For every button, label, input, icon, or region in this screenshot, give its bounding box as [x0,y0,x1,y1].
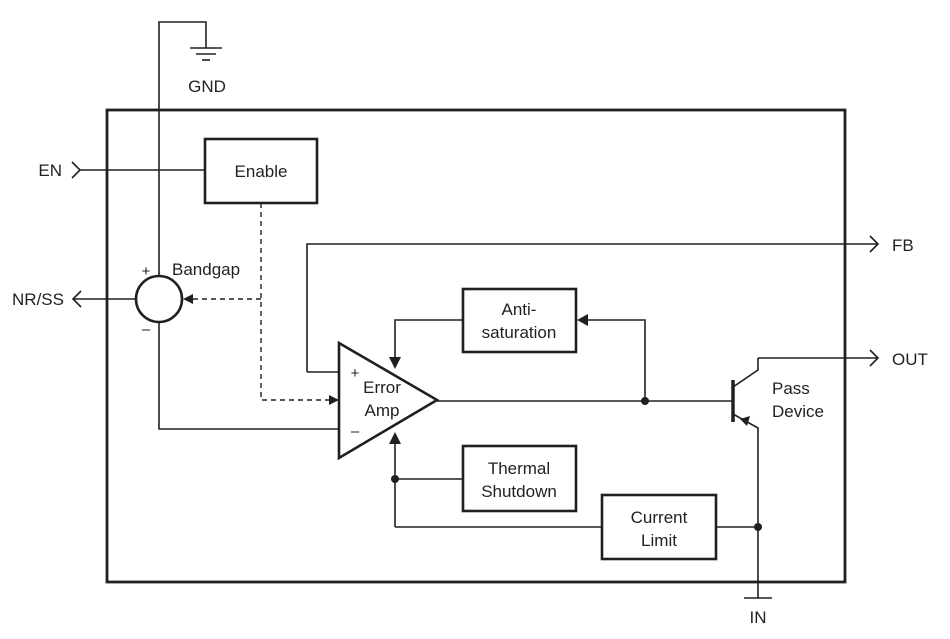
bandgap-block: + – Bandgap [134,260,240,338]
out-pin[interactable]: OUT [758,349,928,369]
out-arrow-icon [869,349,880,367]
fb-pin[interactable]: FB [306,235,914,372]
current-limit-label-line2: Limit [641,531,677,550]
error-amp-label-line2: Amp [365,401,400,420]
nr-ss-label: NR/SS [12,290,64,309]
pass-device-label-line1: Pass [772,379,810,398]
thermal-shutdown-block: Thermal Shutdown [461,444,578,513]
anti-saturation-label-line1: Anti- [502,300,537,319]
bandgap-minus: – [142,321,151,338]
current-limit-block: Current Limit [600,493,718,561]
error-amp-minus: – [351,423,360,440]
gnd-label: GND [188,77,226,96]
enable-label: Enable [235,162,288,181]
anti-saturation-label-line2: saturation [482,323,557,342]
error-amp-block: + – Error Amp [337,340,440,461]
out-label: OUT [892,350,928,369]
enable-block: Enable [203,137,319,205]
enable-to-erroramp-dashed [260,203,330,401]
arrow-icon [329,395,339,405]
bandgap-label: Bandgap [172,260,240,279]
en-input-arrow-icon [71,161,82,179]
fb-arrow-icon [869,235,880,253]
nr-ss-arrow-icon [71,290,82,308]
anti-saturation-block: Anti- saturation [461,287,578,354]
arrow-icon [389,357,401,369]
pass-device-transistor-icon [731,358,759,598]
en-pin[interactable]: EN [38,161,205,180]
error-amp-label-line1: Error [363,378,401,397]
bandgap-to-erroramp-minus-wire [158,322,343,430]
arrow-icon [389,432,401,444]
transistor-collector [732,358,759,388]
arrow-icon [577,314,588,326]
nr-ss-pin[interactable]: NR/SS [12,290,136,309]
bandgap-circle [134,274,184,324]
thermal-shutdown-label-line1: Thermal [488,459,550,478]
en-label: EN [38,161,62,180]
chip-outline [105,108,847,584]
thermal-shutdown-label-line2: Shutdown [481,482,557,501]
gnd-pin[interactable]: GND [158,21,226,295]
output-to-antisat-wire [586,319,646,401]
transistor-emitter [732,413,759,598]
fb-label: FB [892,236,914,255]
bandgap-plus: + [142,263,151,280]
arrow-icon [183,294,193,304]
in-pin[interactable]: IN [744,597,772,627]
emitter-arrow-icon [740,416,750,426]
antisat-to-erroramp-wire [394,319,463,358]
fb-wire [306,243,878,372]
error-amp-triangle [337,340,440,461]
in-label: IN [750,608,767,627]
pass-device-label-line2: Device [772,402,824,421]
gnd-wire [158,21,207,295]
error-amp-plus: + [351,365,360,382]
current-limit-label-line1: Current [631,508,688,527]
